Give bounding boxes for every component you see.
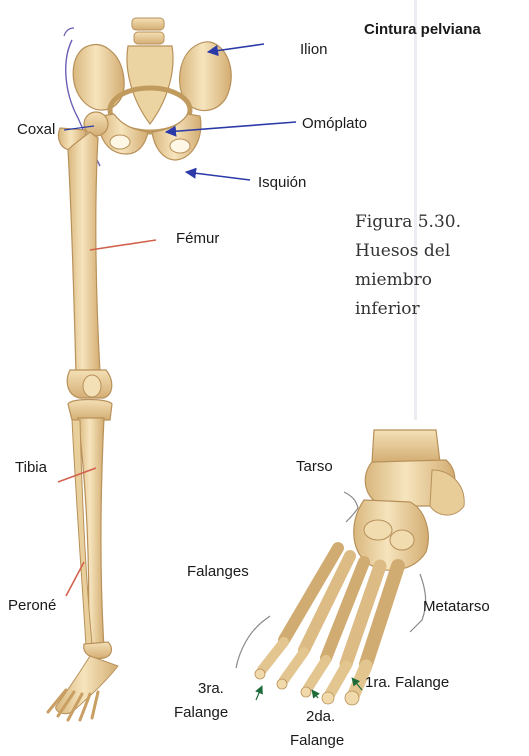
label-tarso: Tarso bbox=[296, 459, 333, 474]
caption-line: miembro bbox=[355, 266, 515, 295]
caption-line: Figura 5.30. bbox=[355, 208, 515, 237]
figure-caption: Figura 5.30. Huesos del miembro inferior bbox=[355, 208, 515, 324]
large-foot-bones bbox=[255, 430, 464, 705]
label-falange-2-line2: Falange bbox=[290, 733, 344, 748]
label-ilion: Ilion bbox=[300, 42, 328, 57]
label-isquion: Isquión bbox=[258, 175, 306, 190]
label-coxal: Coxal bbox=[17, 122, 55, 137]
label-falange-3-line2: Falange bbox=[174, 705, 228, 720]
leg-bones bbox=[59, 112, 113, 658]
label-perone: Peroné bbox=[8, 598, 56, 613]
caption-line: Huesos del bbox=[355, 237, 515, 266]
label-tibia: Tibia bbox=[15, 460, 47, 475]
label-falange-3-line1: 3ra. bbox=[198, 681, 224, 696]
caption-line: inferior bbox=[355, 295, 515, 324]
label-metatarso: Metatarso bbox=[423, 599, 490, 614]
femur-arrow bbox=[90, 240, 156, 250]
label-femur: Fémur bbox=[176, 231, 219, 246]
section-header: Cintura pelviana bbox=[364, 22, 481, 37]
falange2-arrow bbox=[312, 690, 318, 698]
falange3-arrow bbox=[256, 686, 262, 700]
isquion-arrow bbox=[186, 172, 250, 180]
label-falange-2-line1: 2da. bbox=[306, 709, 335, 724]
label-falange-1: 1ra. Falange bbox=[365, 675, 449, 690]
label-omoplato: Omóplato bbox=[302, 116, 367, 131]
small-foot-bones bbox=[48, 656, 118, 720]
label-falanges: Falanges bbox=[187, 564, 249, 579]
